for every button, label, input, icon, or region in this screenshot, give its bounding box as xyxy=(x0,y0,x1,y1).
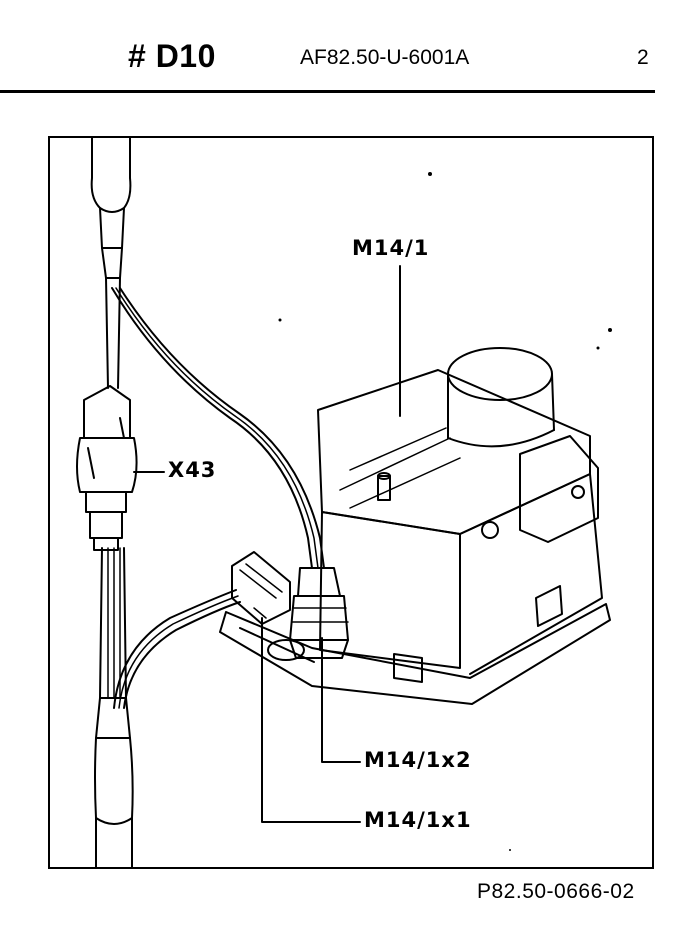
header-code: # D10 xyxy=(128,38,216,74)
motor-cable-upper xyxy=(111,287,325,569)
component-illustration xyxy=(76,138,612,867)
wiring-harness xyxy=(90,138,134,867)
connector-x43 xyxy=(76,385,138,551)
label-m14-1x1: M14/1x1 xyxy=(362,808,474,832)
connector-m14-1x2 xyxy=(267,567,349,661)
header-rule xyxy=(0,90,655,93)
motor-housing xyxy=(219,347,611,705)
figure-reference: P82.50-0666-02 xyxy=(477,880,635,903)
scan-speckles xyxy=(278,172,612,851)
motor-cable-lower xyxy=(113,589,241,709)
leader-lines xyxy=(133,265,401,823)
page-number: 2 xyxy=(637,46,649,69)
connector-m14-1x1 xyxy=(231,551,291,625)
label-x43: X43 xyxy=(166,458,219,482)
label-m14-1: M14/1 xyxy=(350,236,432,260)
label-m14-1x2: M14/1x2 xyxy=(362,748,474,772)
figure-frame: M14/1 X43 M14/1x2 M14/1x1 xyxy=(48,136,654,869)
document-number: AF82.50-U-6001A xyxy=(300,46,470,69)
